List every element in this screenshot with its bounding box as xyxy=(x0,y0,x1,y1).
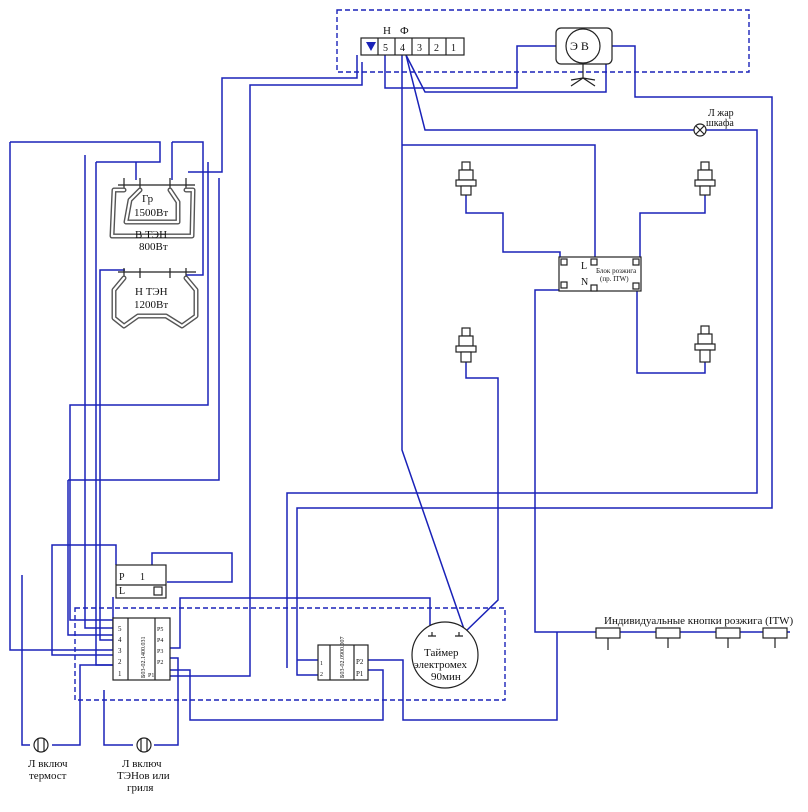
fan-motor-label: Э В xyxy=(570,39,589,53)
phase-label: Ф xyxy=(400,25,409,37)
spark-plug-top-left xyxy=(455,161,477,196)
spark-plug-bottom-right xyxy=(694,325,716,363)
ignition-block-label-2: (пр. ITW) xyxy=(600,275,629,283)
heater-assembly: Гр 1500Вт В ТЭН 800Вт Н ТЭН 1200Вт xyxy=(109,178,199,329)
terminal-5: 5 xyxy=(383,43,388,54)
thermostat-pin-p3: P3 xyxy=(157,649,163,655)
igniter-buttons: Индивидуальные кнопки розжига (ITW) xyxy=(595,615,794,650)
ignition-pin-l: L xyxy=(581,261,587,272)
cabinet-lamp-label-2: шкафа xyxy=(706,118,734,129)
timer: Таймер электромех 90мин xyxy=(411,621,479,689)
terminal-4: 4 xyxy=(400,43,405,54)
relay-code: Б03-02.0900.007 xyxy=(340,637,346,678)
thermostat-pin-4: 4 xyxy=(118,636,122,644)
cabinet-lamp: Л жар шкафа xyxy=(693,108,734,137)
fan-motor: Э В xyxy=(555,27,613,87)
lower-heater-label: Н ТЭН xyxy=(135,286,168,298)
wiring xyxy=(9,45,790,746)
grill-power: 1500Вт xyxy=(134,207,168,219)
thermostat-terminal-p: P xyxy=(119,572,125,583)
thermostat-terminal-1: 1 xyxy=(140,572,145,583)
lower-heater-power: 1200Вт xyxy=(134,299,168,311)
heater-lamp-label-3: гриля xyxy=(127,782,153,794)
bottom-panel-enclosure xyxy=(74,607,506,701)
thermostat-pin-5: 5 xyxy=(118,625,122,633)
cabinet-lamp-label-1: Л жар xyxy=(708,108,734,119)
grill-label: Гр xyxy=(142,193,154,205)
heater-lamp: Л включ ТЭНов или гриля xyxy=(117,737,170,794)
ignition-pin-n: N xyxy=(581,277,588,288)
terminal-2: 2 xyxy=(434,43,439,54)
heater-lamp-label-2: ТЭНов или xyxy=(117,770,170,782)
relay-pin-2: 2 xyxy=(320,672,323,678)
terminal-3: 3 xyxy=(417,43,422,54)
spark-plug-top-right xyxy=(694,161,716,196)
thermostat-pin-1: 1 xyxy=(118,670,122,678)
thermostat-pin-p4: P4 xyxy=(157,638,163,644)
terminal-1: 1 xyxy=(451,43,456,54)
igniter-buttons-label: Индивидуальные кнопки розжига (ITW) xyxy=(604,615,794,627)
timer-label-2: электромех xyxy=(414,659,468,671)
thermostat-lamp: Л включ термост xyxy=(28,737,68,782)
thermostat-pin-2: 2 xyxy=(118,658,122,666)
ignition-block: L N Блок розжига (пр. ITW) xyxy=(558,256,642,292)
thermostat-lamp-label-2: термост xyxy=(29,770,67,782)
relay: 1 2 P2 P1 Б03-02.0900.007 xyxy=(317,637,369,681)
timer-label-1: Таймер xyxy=(424,647,459,659)
control-panel-enclosure xyxy=(336,9,750,73)
thermostat-lamp-label-1: Л включ xyxy=(28,758,68,770)
upper-heater-power: 800Вт xyxy=(139,241,168,253)
thermostat-pin-p5: P5 xyxy=(157,627,163,633)
terminal-block: Н Ф 5 4 3 2 1 xyxy=(360,25,465,56)
thermostat-terminal-l: L xyxy=(119,586,125,597)
dashed-enclosures xyxy=(74,9,750,701)
ignition-block-label-1: Блок розжига xyxy=(596,267,637,275)
thermostat-code: Б03-02.1400.031 xyxy=(141,637,147,678)
upper-heater-label: В ТЭН xyxy=(135,229,167,241)
neutral-label: Н xyxy=(383,25,391,37)
heater-lamp-label-1: Л включ xyxy=(122,758,162,770)
timer-label-3: 90мин xyxy=(431,671,461,683)
ground-icon xyxy=(366,42,376,51)
thermostat-pin-3: 3 xyxy=(118,647,122,655)
relay-pin-p1: P1 xyxy=(356,670,364,678)
relay-pin-1: 1 xyxy=(320,661,323,667)
thermostat: P L 1 5 4 3 2 1 P5 P4 P3 P2 P1 Б03-02.14… xyxy=(112,564,171,681)
thermostat-pin-p2: P2 xyxy=(157,660,163,666)
spark-plug-bottom-left xyxy=(455,327,477,363)
relay-pin-p2: P2 xyxy=(356,658,364,666)
thermostat-pin-p1: P1 xyxy=(148,673,154,679)
